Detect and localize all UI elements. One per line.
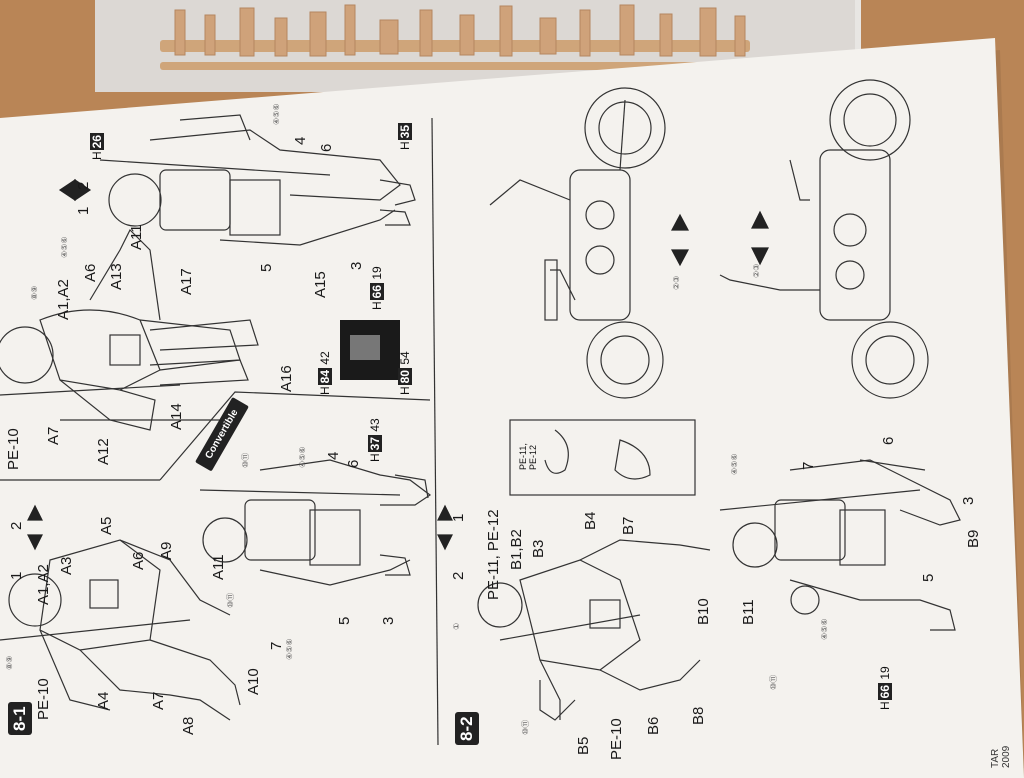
label-3-top: 3 [348,261,365,270]
label-8-1-a9: A9 [158,541,175,560]
label-8-2-b4: B4 [582,511,599,530]
label-8-2-6: 6 [880,436,897,445]
inset-part-label: PE-11, PE-12 [518,443,538,470]
label-5-top: 5 [258,263,275,272]
label-8-1-7: 7 [268,641,285,650]
instruction-sheet [0,38,1024,778]
label-8-1-3: 3 [380,616,397,625]
label-8-2-b8: B8 [690,706,707,725]
sprue-frame-2 [160,62,750,70]
label-8-1-pe10: PE-10 [35,678,52,720]
paint-code-h66b: H66 19 [878,666,892,710]
label-8-2-5: 5 [920,573,937,582]
sprue-frame [160,40,750,52]
label-pe10-top: PE-10 [5,428,22,470]
circled-89-8-1: ⑧⑨ [5,655,14,670]
label-8-2-b10: B10 [695,598,712,625]
circled-1011-8-2: ⑩⑪ [521,719,530,735]
copyright-footer: TAR 2009 [990,745,1012,768]
label-a7-top: A7 [45,426,62,445]
soldier-figure-top-right [99,114,416,246]
label-8-1-a10: A10 [245,668,262,695]
circled-89-top: ⑧⑨ [30,285,39,300]
label-a12: A12 [95,438,112,465]
circled-1-8-2: ① [452,622,461,630]
label-8-2-pe10: PE-10 [608,718,625,760]
label-a1a2-top: A1,A2 [55,279,72,320]
label-8-1-a4: A4 [95,691,112,710]
label-1-top: 1 [75,206,92,215]
paint-code-h37: H37 43 [368,418,382,462]
label-a6-top: A6 [82,263,99,282]
step-8-1-badge: 8-1 [8,702,32,735]
paint-code-h-top2: H35 [398,122,412,150]
label-8-2-b6: B6 [645,716,662,735]
label-2-top: 2 [75,181,92,190]
label-8-2-7: 7 [800,461,817,470]
motorcycle-drawing-bottom [719,79,929,399]
label-a15: A15 [312,271,329,298]
soldier-figure-top [0,228,259,431]
label-a16: A16 [278,365,295,392]
label-8-1-a5: A5 [98,516,115,535]
circled-456-8-2b: ④⑤⑥ [820,618,829,640]
circled-456-8-1: ④⑤⑥ [298,446,307,468]
paint-code-h84: H84 42 [318,351,332,395]
soldier-figure-8-2-left [477,539,711,721]
label-8-1-a7: A7 [150,691,167,710]
sprue-parts [174,4,746,57]
label-8-1-a6: A6 [130,551,147,570]
label-8-2-b11: B11 [740,599,757,625]
label-8-2-b5: B5 [575,736,592,755]
label-8-1-4: 4 [325,451,342,460]
paint-code-h66a: H66 19 [370,266,384,310]
label-8-2-pe11pe12: PE-11, PE-12 [485,509,502,600]
circled-23-b: ②③ [752,263,761,278]
label-8-1-5: 5 [336,616,353,625]
motorcycle-drawing-top [489,87,666,399]
soldier-figure-8-1-left [0,539,241,721]
paint-code-h-top1: H26 [90,132,104,160]
label-6-top: 6 [318,143,335,152]
label-8-1-2: 2 [8,521,25,530]
circled-456-a: ④⑤⑥ [60,236,69,258]
label-8-1-a3: A3 [58,556,75,575]
paint-code-h80: H80 54 [398,351,412,395]
label-8-1-1: 1 [8,571,25,580]
label-4-top: 4 [292,136,309,145]
label-a17: A17 [178,268,195,295]
label-8-2-1: 1 [450,513,467,522]
label-8-1-a11: A11 [210,554,227,580]
circled-456-8-2: ④⑤⑥ [730,453,739,475]
label-8-2-b9: B9 [965,529,982,548]
label-a14: A14 [168,403,185,430]
circled-456-top: ④⑤⑥ [272,103,281,125]
label-8-1-6: 6 [345,459,362,468]
soldier-figure-8-1-right [199,459,432,586]
label-8-2-b7: B7 [620,516,637,535]
circled-23-a: ②③ [672,275,681,290]
label-8-1-a1a2: A1,A2 [35,564,52,605]
step-8-2-badge: 8-2 [455,712,479,745]
label-8-2-b3: B3 [530,539,547,558]
label-8-1-a8: A8 [180,716,197,735]
circled-1011-8-2b: ⑩⑪ [769,674,778,690]
label-8-2-3: 3 [960,496,977,505]
label-8-2-b1b2: B1,B2 [508,529,525,570]
label-a11-top: A11 [128,224,145,250]
circled-1011-8-1: ⑩⑪ [241,452,250,468]
soldier-figure-8-2-right [719,459,961,631]
circled-1011-8-1b: ⑩⑪ [226,592,235,608]
label-8-2-2: 2 [450,571,467,580]
circled-456-8-1b: ④⑤⑥ [285,638,294,660]
label-a13: A13 [108,263,125,290]
